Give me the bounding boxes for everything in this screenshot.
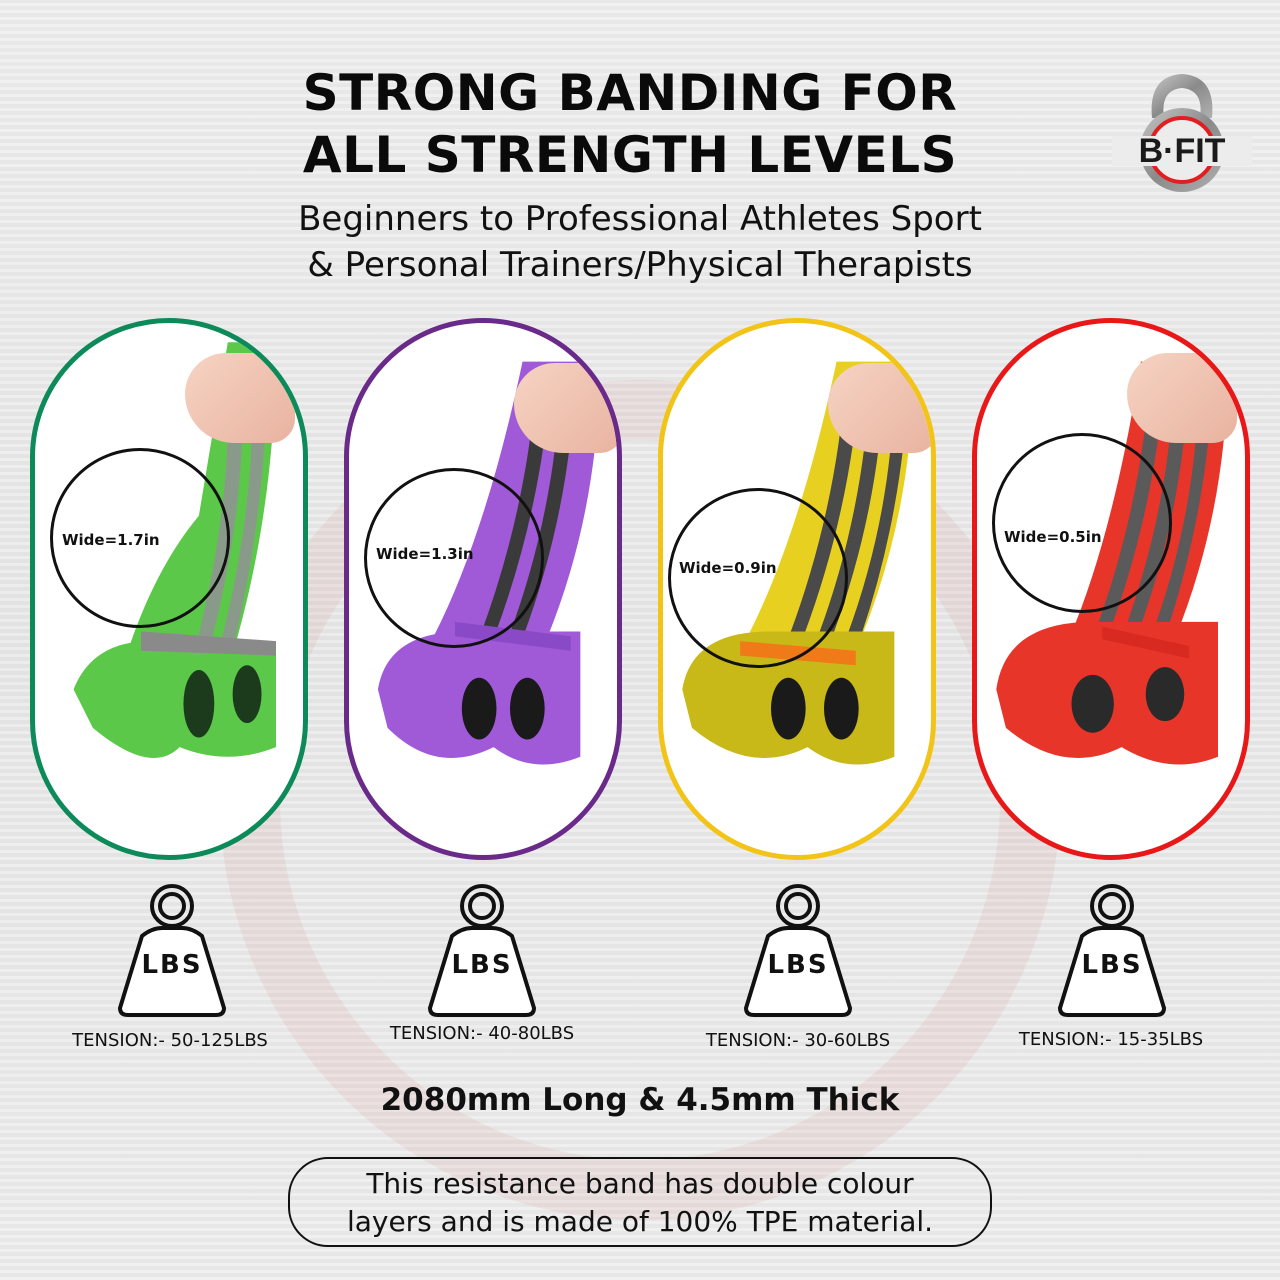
width-measure-circle (992, 433, 1172, 613)
weight-icon (117, 884, 227, 1017)
band-card-green: Wide=1.7in (30, 318, 308, 860)
subtitle-line-2: & Personal Trainers/Physical Therapists (307, 245, 973, 285)
bfit-logo: B·FIT (1112, 74, 1252, 192)
dimensions-text: 2080mm Long & 4.5mm Thick (380, 1082, 900, 1118)
material-note: This resistance band has double colour l… (288, 1157, 992, 1247)
width-measure-circle (364, 468, 544, 648)
hand (514, 363, 617, 453)
band-card-purple: Wide=1.3in (344, 318, 622, 860)
width-label: Wide=1.7in (62, 531, 160, 549)
width-label: Wide=0.5in (1004, 528, 1102, 546)
hand (185, 353, 295, 443)
page-subtitle: Beginners to Professional Athletes Sport… (0, 196, 1280, 288)
width-measure-circle (50, 448, 230, 628)
weight-label: LBS (767, 950, 829, 980)
width-label: Wide=0.9in (679, 559, 777, 577)
weight-icon (427, 884, 537, 1017)
tension-label: TENSION:- 40-80LBS (389, 1023, 575, 1044)
kettlebell-icon (1112, 74, 1252, 192)
tension-label: TENSION:- 15-35LBS (1018, 1029, 1204, 1050)
hand (828, 363, 931, 453)
title-line-2: ALL STRENGTH LEVELS (302, 126, 958, 184)
title-line-1: STRONG BANDING FOR (302, 64, 958, 122)
subtitle-line-1: Beginners to Professional Athletes Sport (298, 199, 982, 239)
weight-label: LBS (1081, 950, 1143, 980)
band-card-red: Wide=0.5in (972, 318, 1250, 860)
logo-text: B·FIT (1139, 132, 1226, 170)
weight-label: LBS (141, 950, 203, 980)
note-line-1: This resistance band has double colour (366, 1167, 914, 1200)
weight-icon (1057, 884, 1167, 1017)
width-label: Wide=1.3in (376, 545, 474, 563)
page-title: STRONG BANDING FOR ALL STRENGTH LEVELS (0, 62, 1280, 186)
tension-label: TENSION:- 30-60LBS (705, 1030, 891, 1051)
hand (1127, 353, 1237, 443)
weight-label: LBS (451, 950, 513, 980)
weight-icon (743, 884, 853, 1017)
note-line-2: layers and is made of 100% TPE material. (346, 1205, 934, 1238)
width-measure-circle (668, 488, 848, 668)
band-card-yellow: Wide=0.9in (658, 318, 936, 860)
tension-label: TENSION:- 50-125LBS (72, 1030, 268, 1051)
